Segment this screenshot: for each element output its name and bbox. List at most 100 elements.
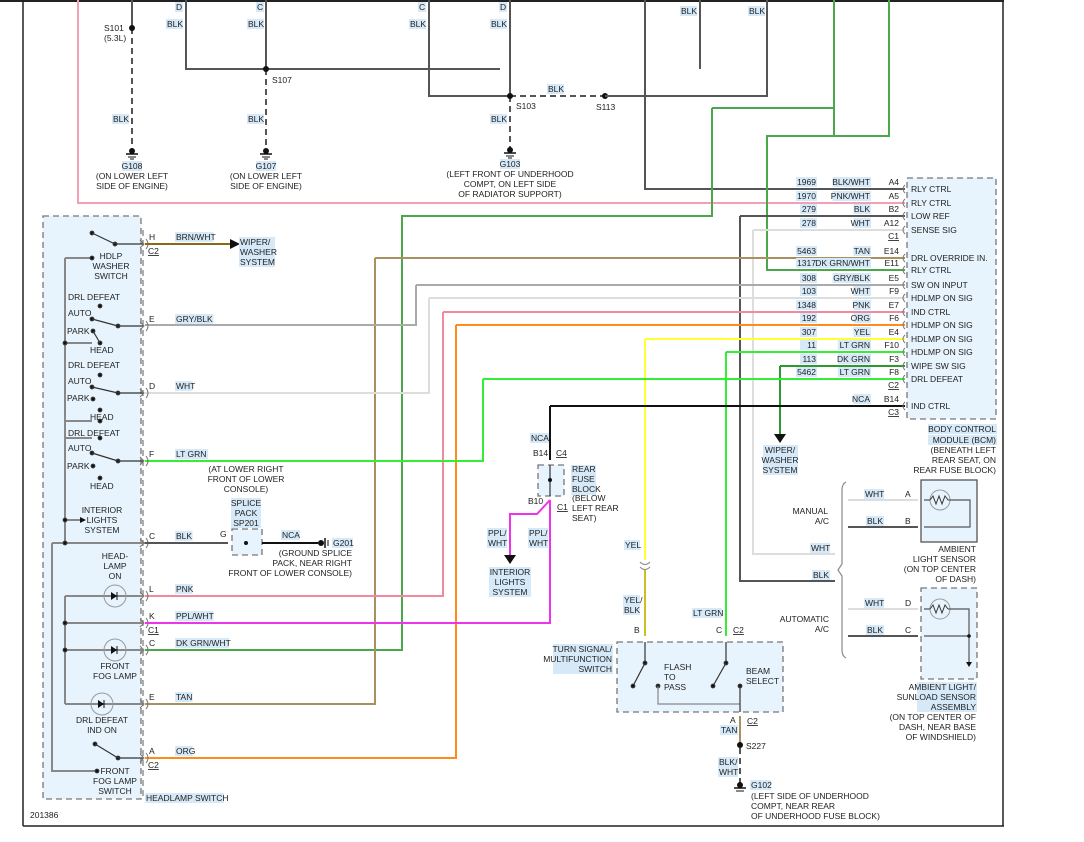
ground-g107-icon [260,148,272,160]
pin-label: D [500,2,506,12]
wire-color-label: YEL/ [624,595,643,605]
wire-color-label: BLK [248,19,264,29]
lamp-headlamp-on-icon [103,584,127,608]
ground-g102-location: COMPT, NEAR REAR [751,801,835,811]
ambient-sensor-location: (ON TOP CENTER [904,564,976,574]
park-label: PARK [67,326,90,336]
pin-label: D [176,2,182,12]
wire-color-label: BLK [624,605,640,615]
pin-label: D [905,598,911,608]
bcm-pin: B2 [889,204,900,214]
connector-terminal-icon [902,347,906,357]
bcm-function: RLY CTRL [911,198,952,208]
fog-switch-label: FOG LAMP [93,776,137,786]
wire-color-label: PPL/WHT [176,611,214,621]
splice-s101-label: S101 [104,23,124,33]
connector-terminal-icon [902,225,906,235]
ground-g201-location: PACK, NEAR RIGHT [272,558,352,568]
bcm-function: HDLMP ON SIG [911,320,973,330]
pin-label: L [149,584,154,594]
splice-s103-label: S103 [516,101,536,111]
beam-select-label: BEAM [746,666,770,676]
connector-terminal-icon [139,752,149,764]
bcm-connector: C1 [888,231,899,241]
wire-color-label: YEL [625,540,641,550]
bcm-circuit: 1970 [797,191,816,201]
turn-signal-title: MULTIFUNCTION [543,654,612,664]
fog-switch-label: SWITCH [98,786,132,796]
ground-g103-location: (LEFT FRONT OF UNDERHOOD [446,169,573,179]
bcm-pin: F6 [889,313,899,323]
bcm-function: IND CTRL [911,401,950,411]
ambient-sensor-label: LIGHT SENSOR [913,554,976,564]
bcm-row: C1 [888,231,899,241]
splice-s227 [737,742,743,748]
bcm-function: RLY CTRL [911,184,952,194]
sunload-sensor-location: OF WINDSHIELD) [906,732,977,742]
lamp-drl-defeat-icon [90,692,114,716]
bcm-circuit: 103 [802,286,816,296]
splice-pack-pin: G [220,529,227,539]
wire-color-label: LT GRN [176,449,206,459]
bus-line [51,543,97,772]
bcm-wire-color: LT GRN [840,367,870,377]
head-label: HEAD [90,345,114,355]
wire-color-label: BLK [491,114,507,124]
hdlp-washer-label: HDLP [100,251,123,261]
ground-g108-icon [126,148,138,160]
beam-select-label: SELECT [746,676,779,686]
splice-pack-location: FRONT OF LOWER [208,474,285,484]
sunload-sensor-location: DASH, NEAR BASE [899,722,976,732]
interior-lights-label: LIGHTS [87,515,118,525]
splice-pack-name: SP201 [233,518,259,528]
wire-color-label: WHT [529,538,548,548]
rear-fuse-block-label: REAR [572,464,596,474]
sunload-sensor-title: ASSEMBLY [931,702,977,712]
inline-connector-icon [639,561,651,570]
bcm-function: WIPE SW SIG [911,361,966,371]
bcm-function: HDLMP ON SIG [911,334,973,344]
wire-color-label: BRN/WHT [176,232,216,242]
bcm-circuit: 307 [802,327,816,337]
wire-org-headlamp [145,325,457,759]
connector-terminal-icon [902,293,906,303]
wire-dk-grn-top [767,0,890,137]
bcm-pin: E4 [889,327,900,337]
drl-defeat-ind-label: DRL DEFEAT [76,715,128,725]
lamp-fog-icon [103,638,127,662]
bcm-circuit: 113 [802,354,816,364]
manual-ac-label: MANUAL [793,506,829,516]
pin-label: C [905,625,911,635]
wire-color-label: BLK [176,531,192,541]
bcm-wire-color: PNK [853,300,871,310]
turn-signal-title: SWITCH [578,664,612,674]
drl-defeat-label: DRL DEFEAT [68,292,120,302]
ground-g103-icon [504,147,516,159]
bcm-pin: F3 [889,354,899,364]
flash-to-pass-label: TO [664,672,676,682]
ground-g201-location: FRONT OF LOWER CONSOLE) [228,568,352,578]
interior-lights-label: SYSTEM [493,587,528,597]
bcm-pin: E14 [884,246,899,256]
connector-terminal-icon [139,698,149,710]
splice-pack-location: (AT LOWER RIGHT [208,464,283,474]
pin-label: E [149,692,155,702]
wire-color-label: BLK [867,516,883,526]
connector-terminal-icon [139,387,149,399]
fuse-conn-bot: C1 [557,502,568,512]
sunload-sensor-title: AMBIENT LIGHT/ [909,682,977,692]
flash-to-pass-label: PASS [664,682,686,692]
bcm-pin: B14 [884,394,899,404]
wire-ppl-wht-interior [509,499,551,556]
splice-s103 [507,93,513,99]
